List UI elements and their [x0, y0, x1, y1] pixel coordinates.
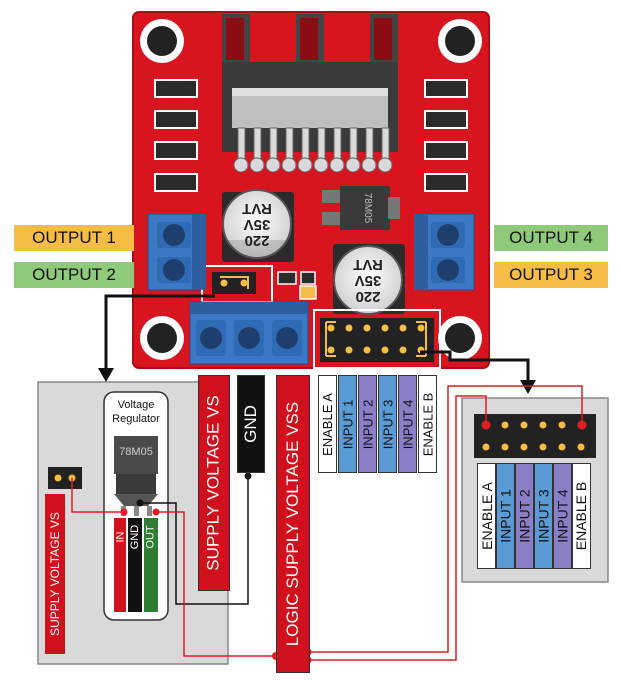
capacitor-rating-1: 220 — [355, 288, 380, 305]
pin-label-input-2: INPUT 2 — [358, 375, 377, 473]
regulator-chip-label: 78M05 — [119, 446, 153, 458]
panel-pin-label-input-3: INPUT 3 — [534, 463, 553, 569]
module-board: 220 35V RVT 220 35V RVT 78M05 — [132, 11, 490, 369]
panel-pin-label-input-2: INPUT 2 — [515, 463, 534, 569]
output-1-label: OUTPUT 1 — [14, 225, 134, 251]
capacitor-rating-2: 35V — [244, 216, 271, 233]
pin-label-input-4: INPUT 4 — [398, 375, 417, 473]
pin-label-enable-b: ENABLE B — [418, 375, 437, 473]
output-3-label: OUTPUT 3 — [494, 262, 608, 288]
gnd-label: GND — [237, 375, 265, 473]
pin-label-enable-a: ENABLE A — [318, 375, 337, 473]
panel-pin-label-input-1: INPUT 1 — [496, 463, 515, 569]
control-pin-header — [313, 309, 441, 369]
supply-vs-label: SUPPLY VOLTAGE VS — [198, 375, 230, 591]
smd-resistor-icon — [277, 271, 297, 285]
output-terminal-left — [147, 213, 206, 291]
onboard-regulator-icon: 78M05 — [322, 186, 400, 230]
mounting-hole-icon — [140, 19, 482, 360]
gnd-text: GND — [241, 405, 260, 443]
capacitor-rating-3: RVT — [242, 200, 272, 217]
capacitor-icon — [222, 189, 405, 315]
logic-supply-vss-text: LOGIC SUPPLY VOLTAGE VSS — [283, 401, 303, 647]
output-terminal-right — [414, 213, 475, 291]
regulator-panel — [37, 381, 229, 665]
wiring — [71, 294, 587, 664]
output-2-label: OUTPUT 2 — [14, 262, 134, 288]
onboard-regulator-label: 78M05 — [362, 193, 373, 224]
motor-driver-chip-icon — [222, 14, 398, 152]
pin-label-input-3: INPUT 3 — [378, 375, 397, 473]
diode-icon — [154, 79, 468, 192]
capacitor-text-bottom: 220 35V RVT — [353, 256, 383, 305]
panel-supply-vs-label: SUPPLY VOLTAGE VS — [45, 494, 65, 654]
smd-resistor-icon — [300, 271, 316, 285]
regulator-title: Voltage Regulator — [104, 398, 168, 426]
supply-vs-text: SUPPLY VOLTAGE VS — [204, 395, 224, 571]
regulator-pin-in: IN — [114, 531, 126, 543]
regulator-pin-gnd: GND — [129, 524, 142, 550]
logic-supply-vss-label: LOGIC SUPPLY VOLTAGE VSS — [276, 375, 310, 673]
regulator-pin-out: OUT — [145, 525, 158, 549]
output-4-label: OUTPUT 4 — [494, 225, 608, 251]
regulator-title-line1: Voltage — [117, 399, 155, 411]
capacitor-rating-2: 35V — [355, 272, 382, 289]
capacitor-text-top: 220 35V RVT — [242, 200, 272, 249]
power-terminal-block — [189, 301, 309, 365]
chip-pins — [233, 127, 393, 173]
pin-label-input-1: INPUT 1 — [338, 375, 357, 473]
panel-pin-label-enable-a: ENABLE A — [477, 463, 496, 569]
capacitor-rating-3: RVT — [353, 256, 383, 273]
regulator-title-line2: Regulator — [112, 413, 160, 425]
power-led-icon — [299, 285, 317, 300]
panel-pin-label-input-4: INPUT 4 — [553, 463, 572, 569]
capacitor-rating-1: 220 — [244, 232, 269, 249]
panel-pin-label-enable-b: ENABLE B — [572, 463, 591, 569]
